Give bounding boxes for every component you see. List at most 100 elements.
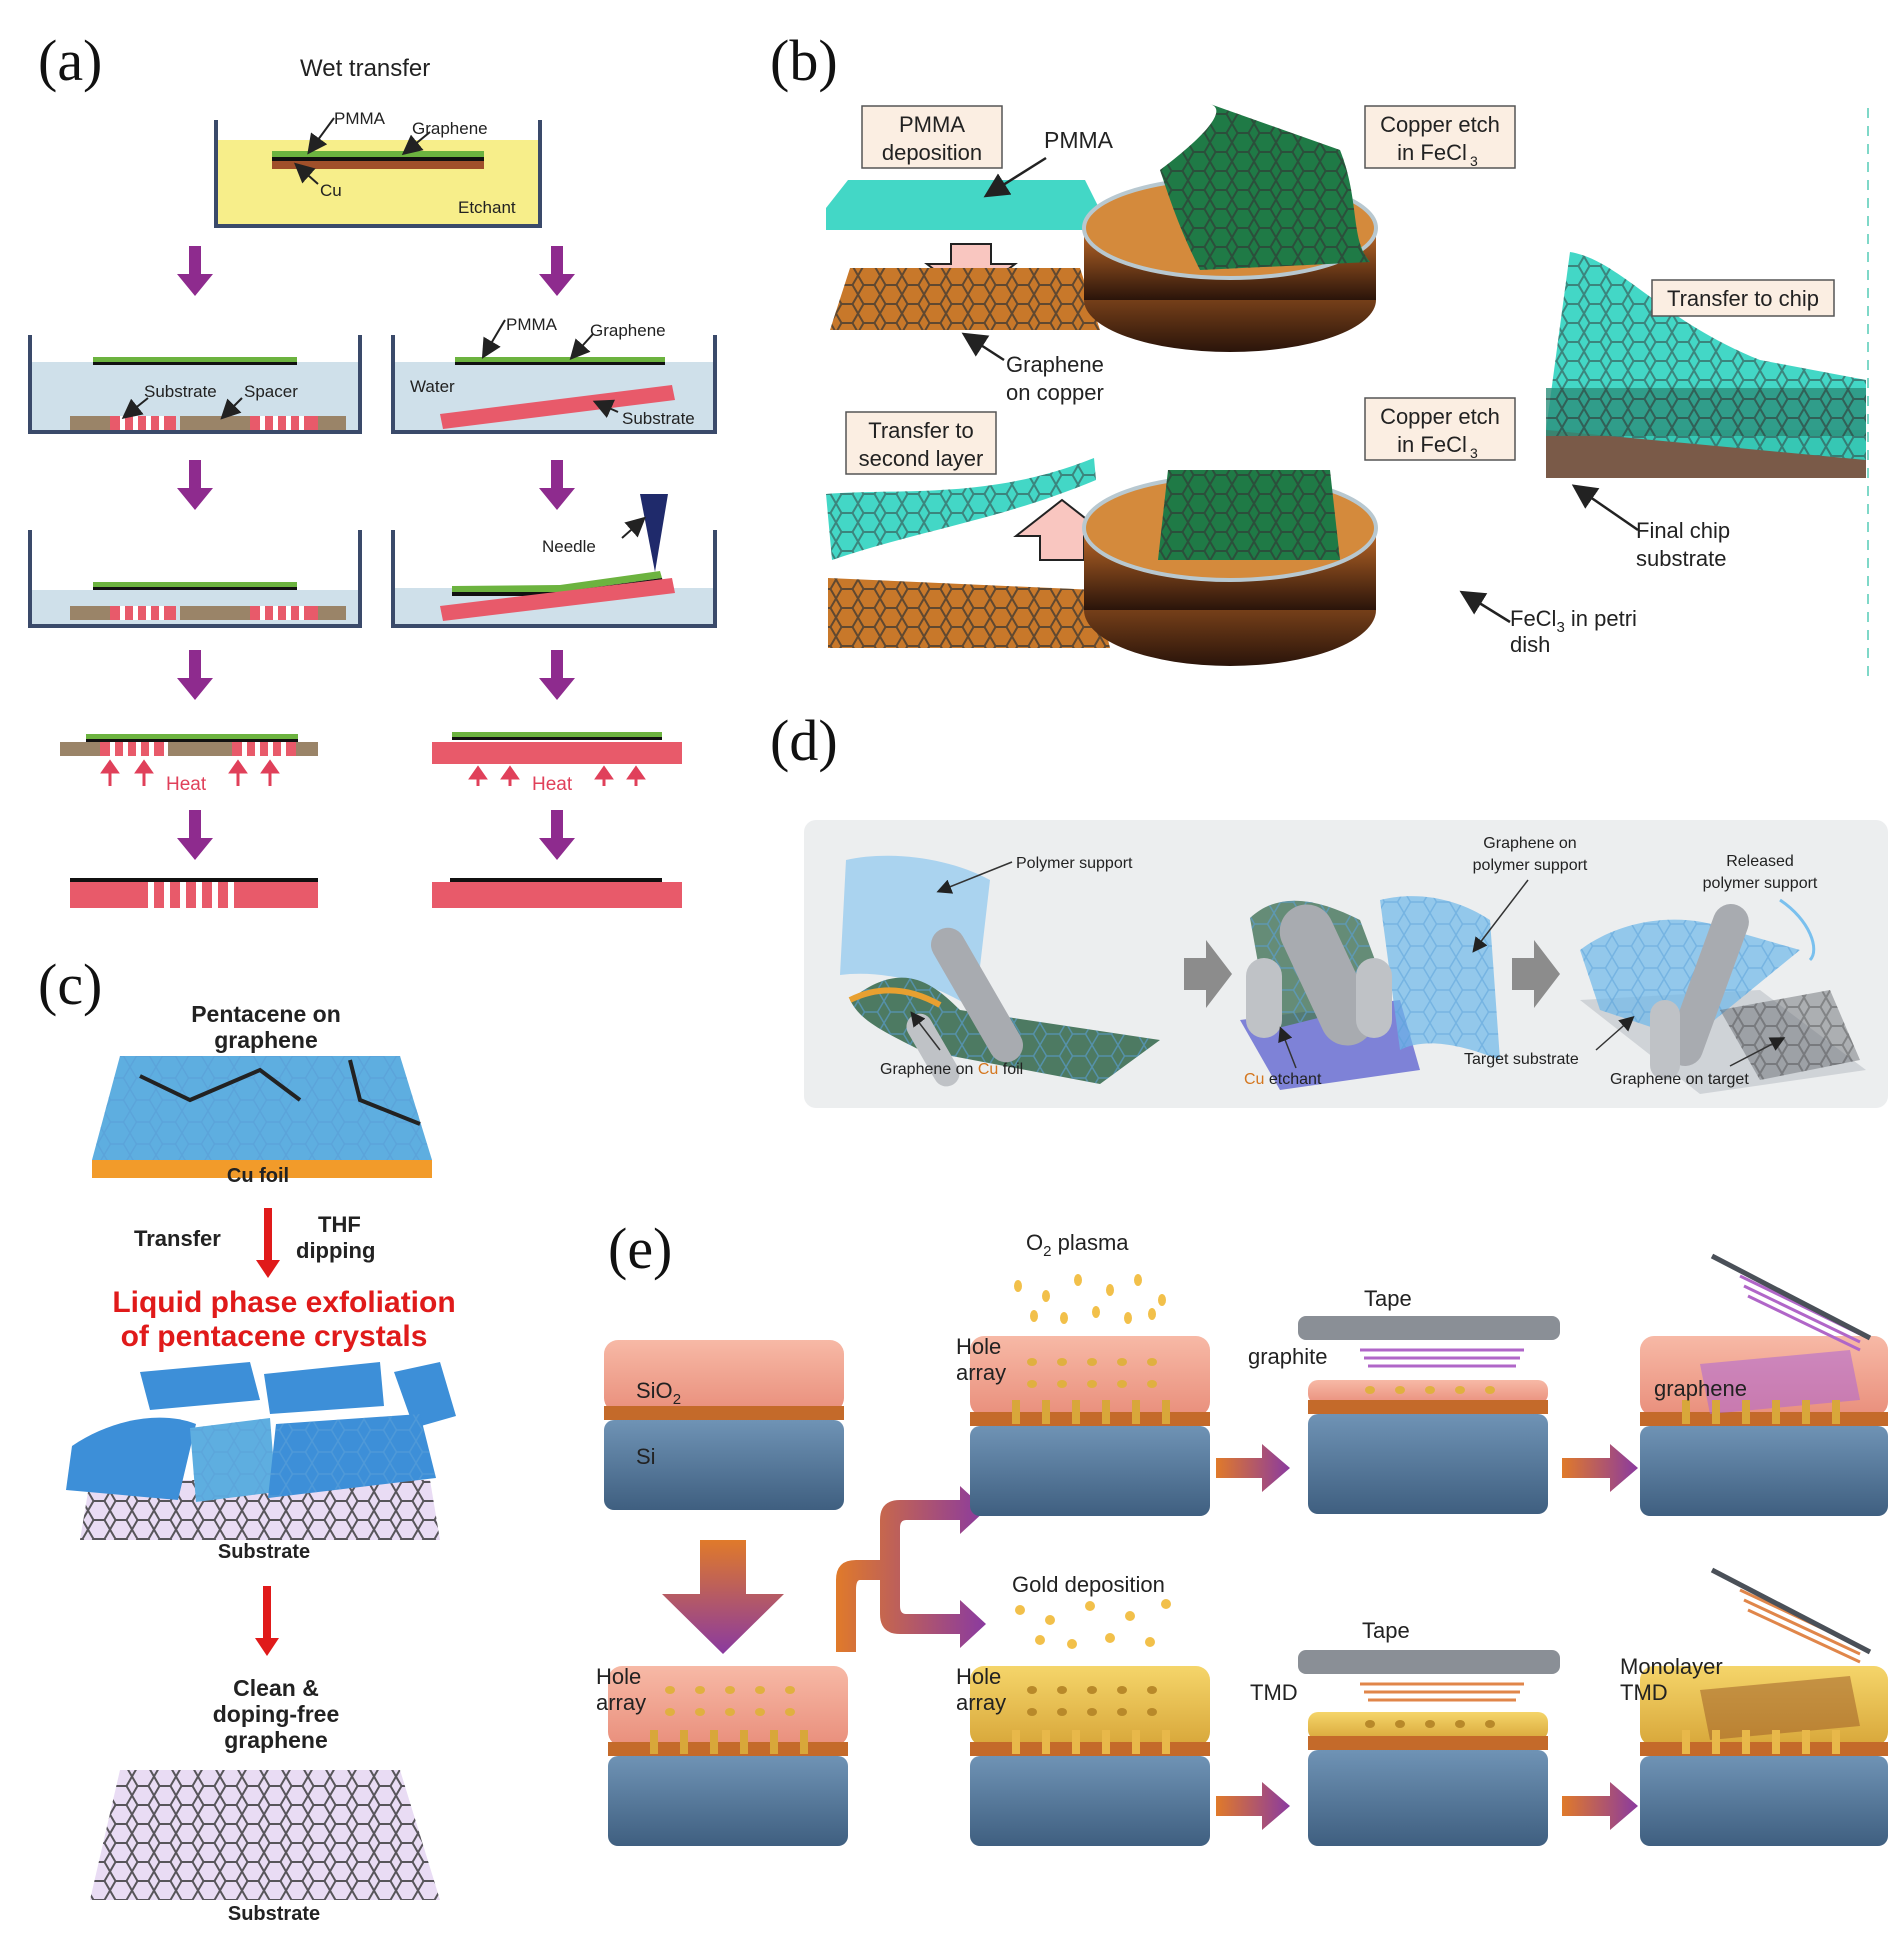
hole-array-label-3b: array	[956, 1690, 1006, 1715]
heat-label-left: Heat	[166, 774, 207, 795]
pmma-deposition-line1: PMMA	[899, 112, 965, 137]
e-bottom-block-2	[1298, 1650, 1560, 1846]
e-arrow-bottom-1	[1216, 1782, 1290, 1830]
panel-e-label: (e)	[608, 1216, 672, 1281]
arrows-row2	[177, 460, 575, 510]
e-down-arrow	[662, 1540, 784, 1654]
transfer-second-line2: second layer	[859, 446, 984, 471]
cu-etchant-label: Cu etchant	[1244, 1071, 1322, 1088]
panel-c: (c) Pentacene on graphene Cu foil Transf…	[38, 952, 456, 1925]
transfer-chip-box	[1651, 279, 1835, 317]
monolayer-line1: Monolayer	[1620, 1654, 1723, 1679]
lpe-line2: of pentacene crystals	[121, 1320, 428, 1353]
copper-etch-box-1	[1364, 105, 1516, 169]
final-chip-line2: substrate	[1636, 546, 1727, 571]
pmma-label: PMMA	[334, 109, 386, 128]
hole-array-block	[608, 1666, 848, 1846]
panel-d: (d) Polymer support Graphene on Cu foil	[770, 708, 1888, 1108]
cu-label: Cu	[320, 181, 342, 200]
panel-a-label: (a)	[38, 28, 102, 93]
hole-array-label-1b: array	[596, 1690, 646, 1715]
graphene-cu-foil-label: Graphene on Cu foil	[880, 1061, 1023, 1078]
pentacene-line2: graphene	[214, 1027, 318, 1053]
spacer-label: Spacer	[244, 382, 298, 401]
monolayer-line2: TMD	[1620, 1680, 1668, 1705]
d-step1	[840, 855, 1160, 1087]
d-arrow-2	[1512, 940, 1560, 1008]
water-label: Water	[410, 377, 455, 396]
clean-graphene	[90, 1770, 440, 1900]
right-bath-1	[391, 319, 717, 434]
transfer-second-line1: Transfer to	[868, 418, 974, 443]
hole-array-label-1a: Hole	[596, 1664, 641, 1689]
copper-etch-2-line1: Copper etch	[1380, 404, 1500, 429]
panel-d-label: (d)	[770, 708, 838, 773]
copper-etch-1-line1: Copper etch	[1380, 112, 1500, 137]
graphene-polymer-line1: Graphene on	[1483, 835, 1576, 852]
pmma-deposition-line2: deposition	[882, 140, 982, 165]
copper-etch-1-sub: 3	[1470, 153, 1478, 169]
substrate-label-c: Substrate	[218, 1541, 310, 1563]
o2-plasma-label: O2 plasma	[1026, 1230, 1129, 1260]
panel-b-label: (b)	[770, 28, 838, 93]
heat-right	[432, 732, 682, 786]
graphene-target-label: Graphene on target	[1610, 1071, 1749, 1088]
copper-etch-box-2	[1364, 397, 1516, 461]
pentacene-line1: Pentacene on	[191, 1001, 341, 1027]
panel-c-label: (c)	[38, 952, 102, 1017]
e-arrow-top-2	[1562, 1444, 1638, 1492]
tmd-label: TMD	[1250, 1680, 1298, 1705]
polymer-support-label: Polymer support	[1016, 855, 1133, 872]
final-chip-line1: Final chip	[1636, 518, 1730, 543]
pentacene-slab	[92, 1056, 432, 1178]
heat-left	[60, 734, 318, 786]
fecl3-line2: dish	[1510, 632, 1550, 657]
lpe-line1: Liquid phase exfoliation	[112, 1286, 455, 1319]
pmma-sheet	[826, 180, 1100, 230]
arrows-row3	[177, 650, 575, 700]
c-red-arrow-1	[256, 1208, 280, 1278]
tape-label-1: Tape	[1364, 1286, 1412, 1311]
arrows-row1	[177, 246, 575, 296]
graphene-label: Graphene	[412, 119, 488, 138]
gold-deposition-label: Gold deposition	[1012, 1572, 1165, 1597]
d-arrow-1	[1184, 940, 1232, 1008]
sio2-label: SiO2	[636, 1378, 681, 1408]
petri-dish-bottom	[1082, 470, 1378, 666]
panel-a: (a) Wet transfer PMMA Graphene Cu Etchan…	[28, 28, 717, 908]
hole-array-label-2b: array	[956, 1360, 1006, 1385]
released-line2: polymer support	[1703, 875, 1818, 892]
copper-etch-2-sub: 3	[1470, 445, 1478, 461]
d-step2	[1240, 896, 1500, 1090]
e-arrow-bottom-2	[1562, 1782, 1638, 1830]
e-branch-arrow	[836, 1486, 986, 1652]
c-red-arrow-2	[255, 1586, 279, 1656]
left-bath-1	[28, 335, 362, 434]
target-substrate-label: Target substrate	[1464, 1051, 1579, 1068]
needle-label: Needle	[542, 537, 596, 556]
fecl3-line1: FeCl3 in petri	[1510, 606, 1637, 636]
thf-line2: dipping	[296, 1238, 375, 1263]
graphene-label-e: graphene	[1654, 1376, 1747, 1401]
e-top-block-1	[970, 1274, 1210, 1516]
substrate-label: Substrate	[144, 382, 217, 401]
petri-dish-top	[1082, 104, 1378, 352]
graphene-polymer-line2: polymer support	[1473, 857, 1588, 874]
e-top-block-3	[1640, 1253, 1888, 1516]
hole-array-label-3a: Hole	[956, 1664, 1001, 1689]
pmma-label-b: PMMA	[1044, 127, 1114, 153]
e-bottom-block-3	[1640, 1567, 1888, 1846]
graphene-on-copper-line1: Graphene	[1006, 352, 1104, 377]
chip	[1546, 252, 1866, 478]
pmma-label-2: PMMA	[506, 315, 558, 334]
pmma-deposition-box	[861, 105, 1003, 169]
etchant-bath	[214, 117, 542, 228]
transfer-second-box	[845, 411, 997, 475]
final-right	[432, 878, 682, 908]
panel-b: (b) PMMA deposition PMMA Graphene on cop…	[770, 28, 1869, 680]
panel-e: (e) SiO2 Si Hole array	[596, 1216, 1888, 1846]
clean-line3: graphene	[224, 1727, 328, 1753]
sio2-si-block	[604, 1340, 844, 1510]
heat-label-right: Heat	[532, 774, 573, 795]
